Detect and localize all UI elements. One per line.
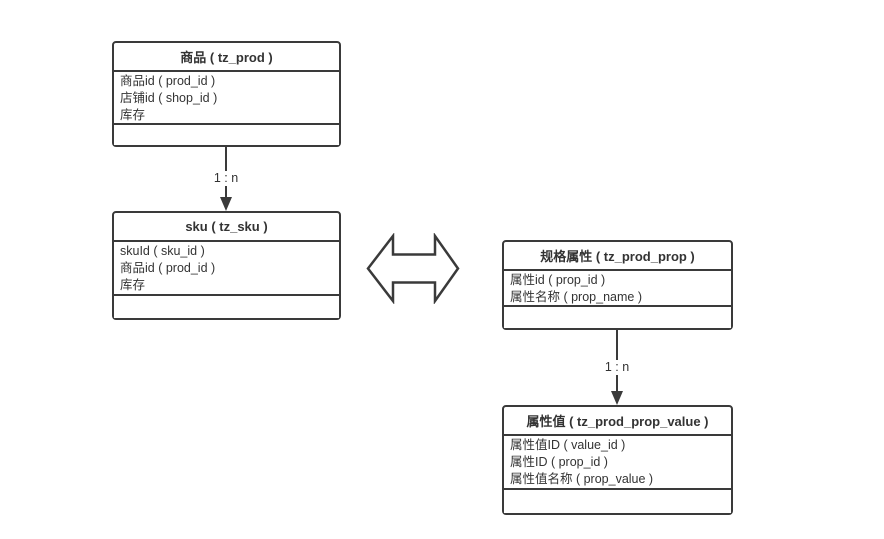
entity-prod-title: 商品 ( tz_prod ) — [114, 43, 339, 72]
field-value-prop-id: 属性ID ( prop_id ) — [510, 455, 608, 469]
entity-sku-title: sku ( tz_sku ) — [114, 213, 339, 242]
field-prop-name: 属性名称 ( prop_name ) — [510, 290, 642, 304]
entity-sku: sku ( tz_sku ) skuId ( sku_id ) 商品id ( p… — [112, 211, 341, 320]
entity-prop-value: 属性值 ( tz_prod_prop_value ) 属性值ID ( value… — [502, 405, 733, 515]
entity-sku-fields: skuId ( sku_id ) 商品id ( prod_id ) 库存 — [114, 242, 339, 296]
entity-prod: 商品 ( tz_prod ) 商品id ( prod_id ) 店铺id ( s… — [112, 41, 341, 147]
connector-prop-value-label: 1 : n — [601, 360, 633, 375]
entity-prod-footer — [114, 125, 339, 145]
arrow-down-icon — [220, 197, 232, 211]
entity-prop-value-fields: 属性值ID ( value_id ) 属性ID ( prop_id ) 属性值名… — [504, 436, 731, 490]
field-sku-id: skuId ( sku_id ) — [120, 244, 205, 258]
field-prop-id: 属性id ( prop_id ) — [510, 273, 606, 287]
arrow-down-icon — [611, 391, 623, 405]
field-sku-stock: 库存 — [120, 278, 146, 292]
double-arrow-icon — [366, 233, 460, 304]
entity-prop-fields: 属性id ( prop_id ) 属性名称 ( prop_name ) — [504, 271, 731, 307]
entity-prop-title: 规格属性 ( tz_prod_prop ) — [504, 242, 731, 271]
connector-prod-sku-label: 1 : n — [210, 171, 242, 186]
entity-prop-value-title: 属性值 ( tz_prod_prop_value ) — [504, 407, 731, 436]
entity-prop-footer — [504, 307, 731, 328]
field-prop-value-name: 属性值名称 ( prop_value ) — [510, 472, 654, 486]
entity-prop-value-footer — [504, 490, 731, 513]
entity-prod-fields: 商品id ( prod_id ) 店铺id ( shop_id ) 库存 — [114, 72, 339, 125]
field-sku-prod-id: 商品id ( prod_id ) — [120, 261, 216, 275]
entity-sku-footer — [114, 296, 339, 318]
field-shop-id: 店铺id ( shop_id ) — [120, 91, 218, 105]
field-prod-id: 商品id ( prod_id ) — [120, 74, 216, 88]
field-stock: 库存 — [120, 108, 146, 122]
field-value-id: 属性值ID ( value_id ) — [510, 438, 626, 452]
entity-prop: 规格属性 ( tz_prod_prop ) 属性id ( prop_id ) 属… — [502, 240, 733, 330]
